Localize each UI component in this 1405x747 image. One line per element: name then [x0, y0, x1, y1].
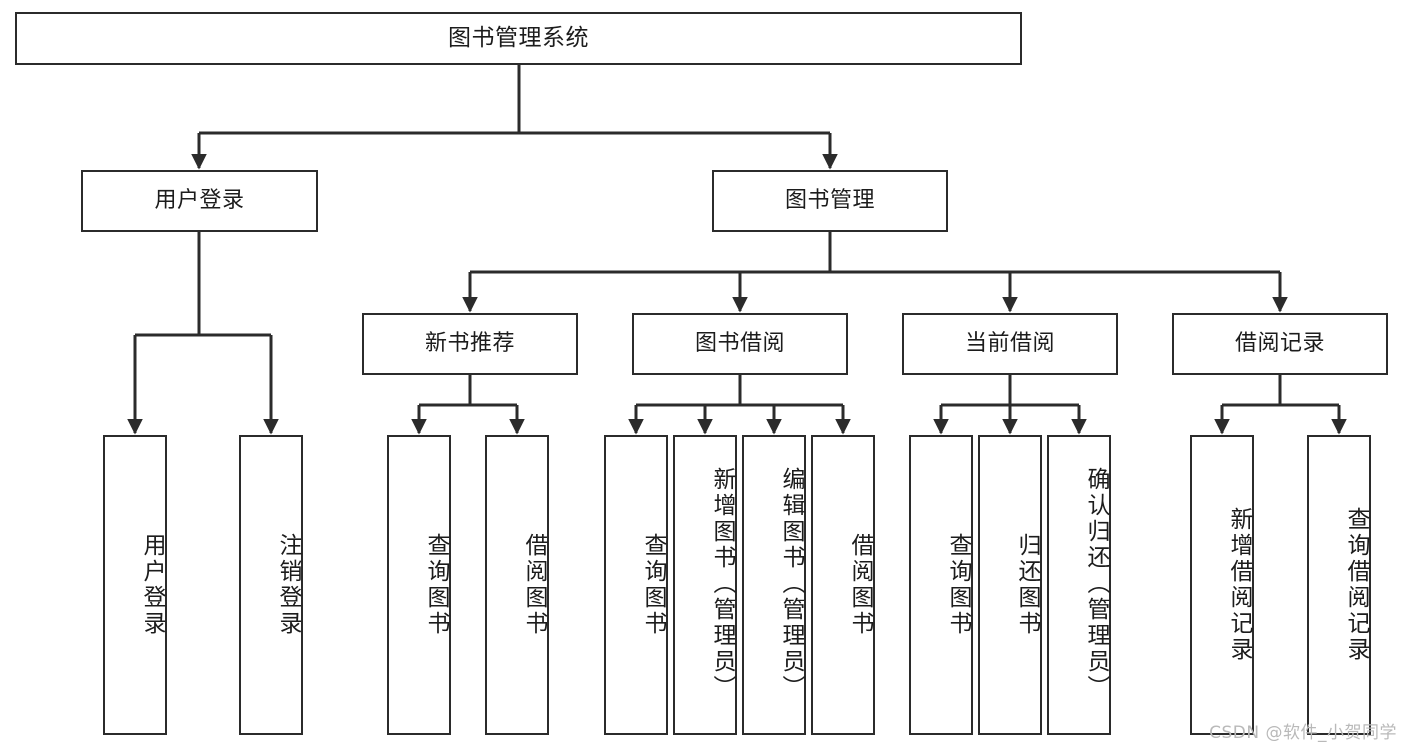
- csdn-watermark: CSDN @软件_小贺同学: [1209, 723, 1397, 743]
- leaf-book-borrow-query[interactable]: 查询图书: [604, 435, 668, 735]
- node-book-management[interactable]: 图书管理: [712, 170, 948, 232]
- leaf-user-login-signout[interactable]: 注销登录: [239, 435, 303, 735]
- node-book-borrow[interactable]: 图书借阅: [632, 313, 848, 375]
- node-user-login[interactable]: 用户登录: [81, 170, 318, 232]
- leaf-current-borrow-return[interactable]: 归还图书: [978, 435, 1042, 735]
- leaf-borrow-record-add[interactable]: 新增借阅记录: [1190, 435, 1254, 735]
- leaf-current-borrow-confirm[interactable]: 确认归还（管理员）: [1047, 435, 1111, 735]
- node-new-book-recommend[interactable]: 新书推荐: [362, 313, 578, 375]
- leaf-new-book-query[interactable]: 查询图书: [387, 435, 451, 735]
- leaf-new-book-borrow[interactable]: 借阅图书: [485, 435, 549, 735]
- leaf-user-login-signin[interactable]: 用户登录: [103, 435, 167, 735]
- node-current-borrow[interactable]: 当前借阅: [902, 313, 1118, 375]
- leaf-borrow-record-query[interactable]: 查询借阅记录: [1307, 435, 1371, 735]
- leaf-book-borrow-add[interactable]: 新增图书（管理员）: [673, 435, 737, 735]
- node-borrow-record[interactable]: 借阅记录: [1172, 313, 1388, 375]
- leaf-book-borrow-lend[interactable]: 借阅图书: [811, 435, 875, 735]
- leaf-book-borrow-edit[interactable]: 编辑图书（管理员）: [742, 435, 806, 735]
- node-root-system[interactable]: 图书管理系统: [15, 12, 1022, 65]
- leaf-current-borrow-query[interactable]: 查询图书: [909, 435, 973, 735]
